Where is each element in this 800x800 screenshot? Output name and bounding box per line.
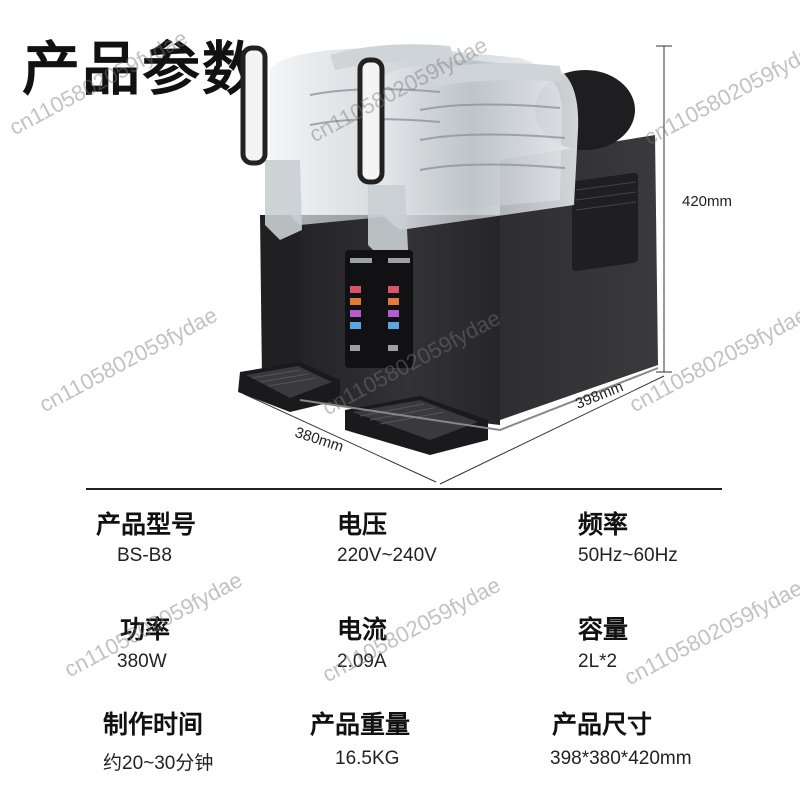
- spec-value: 16.5KG: [335, 748, 400, 769]
- spec-label: 电流: [337, 615, 388, 644]
- spec-value: 2L*2: [578, 651, 618, 672]
- spec-label: 功率: [120, 615, 171, 644]
- spec-label: 频率: [578, 510, 629, 539]
- spec-value: 约20~30分钟: [103, 753, 214, 774]
- spec-value: 380W: [117, 651, 167, 672]
- spec-value: 50Hz~60Hz: [578, 545, 678, 566]
- spec-label: 产品重量: [310, 710, 411, 739]
- height-dimension: 420mm: [682, 193, 733, 210]
- slush-machine-image: [238, 44, 672, 485]
- spec-value: 220V~240V: [337, 545, 437, 566]
- spec-value: 2.09A: [337, 651, 387, 672]
- spec-label: 制作时间: [103, 710, 204, 739]
- spec-value: BS-B8: [117, 545, 172, 566]
- spec-label: 电压: [337, 510, 388, 539]
- spec-label: 容量: [578, 615, 629, 644]
- table-top-divider: [86, 488, 722, 490]
- watermark: cn1105802059fydae: [620, 575, 800, 691]
- spec-label: 产品型号: [96, 510, 197, 539]
- spec-value: 398*380*420mm: [550, 748, 692, 769]
- dimension-lines: [243, 45, 672, 485]
- spec-label: 产品尺寸: [552, 710, 653, 739]
- page-title: 产品参数: [22, 35, 263, 103]
